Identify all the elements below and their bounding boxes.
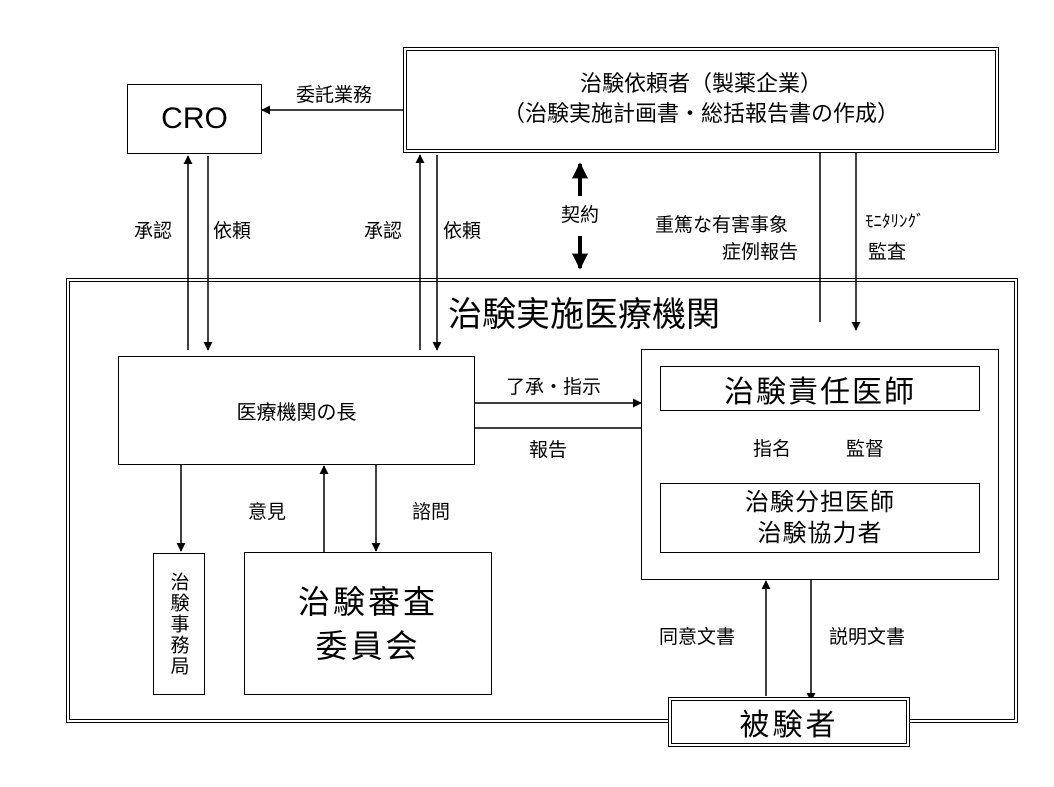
subinvestigator-box: 治験分担医師 治験協力者 — [660, 483, 980, 553]
label-supervise: 監督 — [846, 438, 885, 460]
subinvestigator-line2: 治験協力者 — [757, 519, 883, 547]
subinvestigator-line1: 治験分担医師 — [745, 488, 895, 516]
label-explanation: 説明文書 — [829, 626, 906, 648]
sponsor-line2: （治験実施計画書・総括報告書の作成） — [502, 102, 899, 127]
office-box: 治験事務局 — [153, 553, 205, 695]
label-monitoring-line1: ﾓﾆﾀﾘﾝｸﾞ — [865, 212, 925, 232]
investigator-box: 治験責任医師 — [660, 366, 980, 411]
label-acknowledge: 了承・指示 — [506, 376, 602, 398]
label-sae-line1: 重篤な有害事象 — [655, 214, 789, 236]
label-sponsor-request: 依頼 — [443, 220, 482, 242]
irb-box: 治験審査 委員会 — [244, 552, 492, 695]
institution-title: 治験実施医療機関 — [448, 295, 720, 335]
subject-label: 被験者 — [739, 708, 839, 743]
office-label: 治験事務局 — [167, 571, 190, 677]
cro-label: CRO — [161, 102, 228, 135]
head-label: 医療機関の長 — [236, 400, 357, 424]
label-sponsor-approval: 承認 — [364, 220, 403, 242]
label-appoint: 指名 — [753, 438, 792, 460]
sponsor-box: 治験依頼者（製薬企業） （治験実施計画書・総括報告書の作成） — [403, 47, 999, 153]
label-consent: 同意文書 — [659, 626, 736, 648]
label-opinion: 意見 — [248, 501, 287, 523]
label-cro-request: 依頼 — [213, 220, 252, 242]
label-cro-approval: 承認 — [134, 220, 173, 242]
investigator-label: 治験責任医師 — [724, 374, 916, 410]
label-report: 報告 — [529, 439, 568, 461]
cro-box: CRO — [127, 84, 262, 154]
label-sae-line2: 症例報告 — [722, 241, 799, 263]
subject-box: 被験者 — [668, 697, 910, 747]
head-box: 医療機関の長 — [118, 356, 475, 465]
label-monitoring-line2: 監査 — [868, 241, 907, 263]
sponsor-line1: 治験依頼者（製薬企業） — [579, 72, 822, 97]
label-contract: 契約 — [561, 204, 600, 226]
label-consult: 諮問 — [412, 501, 451, 523]
irb-line2: 委員会 — [315, 626, 421, 665]
institution-frame — [66, 278, 1018, 723]
label-outsourcing: 委託業務 — [296, 84, 373, 106]
irb-line1: 治験審査 — [297, 582, 438, 621]
